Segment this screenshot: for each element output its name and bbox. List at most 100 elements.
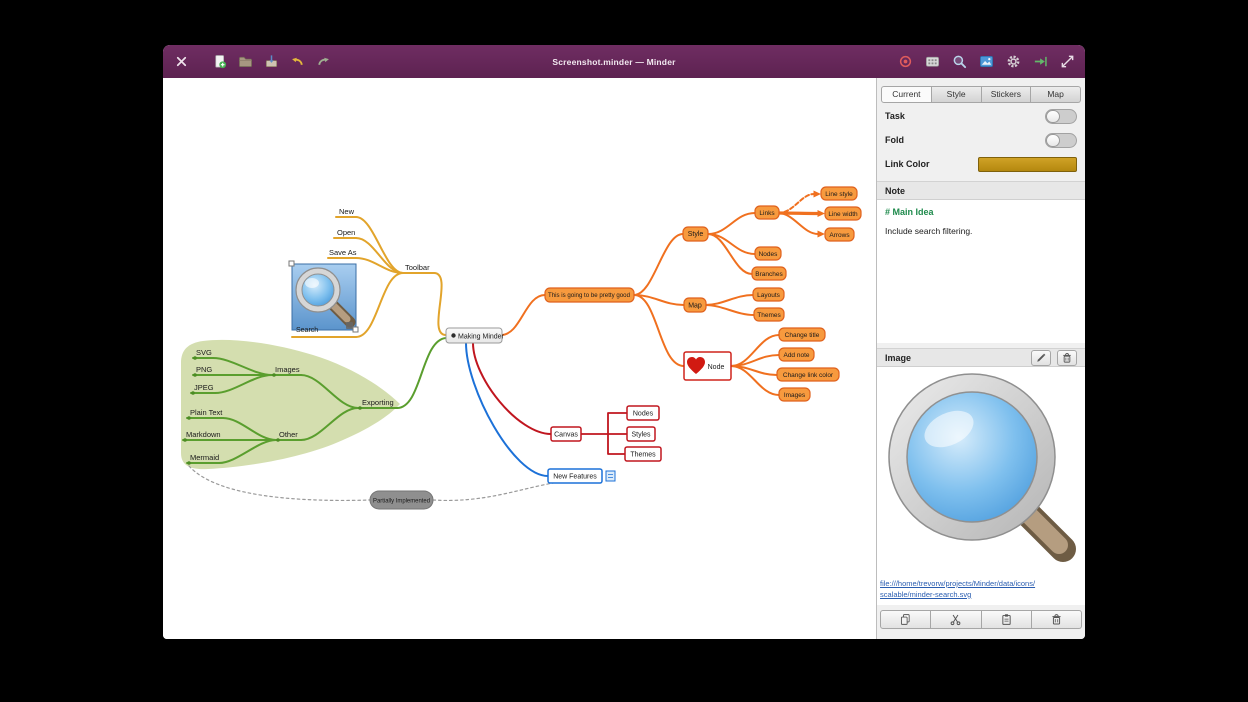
export-share-icon[interactable] [1031,53,1049,71]
branch-line-yellow [433,272,447,336]
node-new[interactable]: New [339,207,355,216]
node-jpeg[interactable]: JPEG [194,383,214,392]
dashed-connection [188,465,371,502]
tab-style[interactable]: Style [931,86,982,103]
node-style-nodes[interactable]: Nodes [754,246,782,261]
svg-text:Change link color: Change link color [783,372,834,379]
svg-text:Images: Images [784,392,806,399]
svg-text:Layouts: Layouts [757,292,781,299]
svg-text:Themes: Themes [630,452,656,459]
settings-gear-icon[interactable] [1004,53,1022,71]
node-save-as[interactable]: Save As [329,248,357,257]
cut-button[interactable] [931,610,982,629]
node-mermaid[interactable]: Mermaid [190,453,219,462]
node-canvas[interactable]: Canvas [550,426,582,442]
node-style[interactable]: Style [682,226,709,242]
branch-line-blue [465,342,549,477]
paste-button[interactable] [981,610,1032,629]
image-source-link[interactable]: file:///home/trevorw/projects/Minder/dat… [880,579,1036,588]
selection-handle[interactable] [288,260,295,267]
image-source-link[interactable]: scalable/minder-search.svg [880,589,972,599]
node-add-note[interactable]: Add note [778,347,815,362]
close-icon[interactable] [172,53,190,71]
trash-icon [1063,352,1071,363]
export-image-icon[interactable] [977,53,995,71]
node-plain-text[interactable]: Plain Text [190,408,223,417]
branch-line-yellow [355,272,404,338]
svg-text:Add note: Add note [783,352,809,359]
node-line-width[interactable]: Line width [824,206,862,221]
node-canvas-nodes[interactable]: Nodes [626,405,660,421]
edit-image-button[interactable] [1031,349,1051,366]
node-branches[interactable]: Branches [751,266,787,281]
titlebar[interactable]: Screenshot.minder — Minder [163,45,1085,78]
green-branch-dots [183,356,362,465]
redo-icon[interactable] [314,53,332,71]
svg-text:Style: Style [688,231,704,238]
node-open[interactable]: Open [337,228,355,237]
dashed-connection [432,482,554,502]
node-svg[interactable]: SVG [196,348,212,357]
task-label: Task [885,111,905,121]
svg-text:Branches: Branches [755,271,783,278]
open-folder-icon[interactable] [236,53,254,71]
branch-line-green [218,439,277,464]
node-change-link-color[interactable]: Change link color [776,367,840,382]
node-map[interactable]: Map [683,297,707,313]
overview-grid-icon[interactable] [923,53,941,71]
node-markdown[interactable]: Markdown [186,430,221,439]
mindmap-canvas[interactable]: Making Minder Toolbar New Open Save As [163,78,876,639]
note-body: Include search filtering. [885,226,973,236]
lens-highlight [924,410,974,448]
save-as-icon[interactable] [262,53,280,71]
node-making-minder[interactable]: Making Minder [445,327,505,344]
svg-text:Canvas: Canvas [554,432,578,439]
tab-map[interactable]: Map [1031,86,1081,103]
copy-button[interactable] [880,610,932,629]
remove-image-button[interactable] [1057,349,1077,366]
task-toggle[interactable] [1045,108,1077,124]
node-change-title[interactable]: Change title [778,327,826,342]
node-partially-implemented[interactable]: Partially Implemented [369,490,434,510]
titlebar-right-group [896,53,1076,71]
node-links[interactable]: Links [754,205,780,220]
node-exporting[interactable]: Exporting [362,398,394,407]
undo-icon[interactable] [288,53,306,71]
node-canvas-themes[interactable]: Themes [624,446,662,462]
delete-button[interactable] [1031,610,1082,629]
node-pretty-good[interactable]: This is going to be pretty good [544,287,635,303]
node-line-style[interactable]: Line style [820,186,858,201]
node-png[interactable]: PNG [196,365,212,374]
branch-line-orange [730,365,780,396]
sidebar: Current Style Stickers Map Task Fold Lin… [876,78,1085,639]
node-new-features[interactable]: New Features [547,468,603,484]
fullscreen-icon[interactable] [1058,53,1076,71]
node-map-themes[interactable]: Themes [753,307,785,322]
zoom-search-icon[interactable] [950,53,968,71]
node-images-group[interactable]: Images [275,365,300,374]
node-arrows[interactable]: Arrows [824,227,855,242]
svg-text:Line style: Line style [825,191,853,198]
link-color-swatch[interactable] [978,156,1077,172]
node-canvas-styles[interactable]: Styles [626,426,656,442]
node-other[interactable]: Other [279,430,298,439]
lens-highlight [305,278,319,288]
node-toolbar[interactable]: Toolbar [405,263,430,272]
node-node[interactable]: Node [683,351,732,381]
magnifier-ring-rim [888,373,1056,541]
magnifier-handle-highlight [1018,504,1068,554]
fold-toggle[interactable] [1045,132,1077,148]
tab-stickers[interactable]: Stickers [981,86,1032,103]
svg-text:Links: Links [759,210,775,217]
node-layouts[interactable]: Layouts [752,287,785,302]
new-document-icon[interactable] [210,53,228,71]
tab-current[interactable]: Current [881,86,932,103]
selection-handle[interactable] [352,326,359,333]
node-node-images[interactable]: Images [778,387,811,402]
note-editor[interactable]: # Main Idea Include search filtering. [877,200,1085,343]
focus-mode-icon[interactable] [896,53,914,71]
task-dot [451,333,456,338]
note-attachment-icon[interactable] [605,470,616,482]
node-search-image[interactable]: Search [288,260,359,334]
image-header-buttons [1031,349,1077,366]
